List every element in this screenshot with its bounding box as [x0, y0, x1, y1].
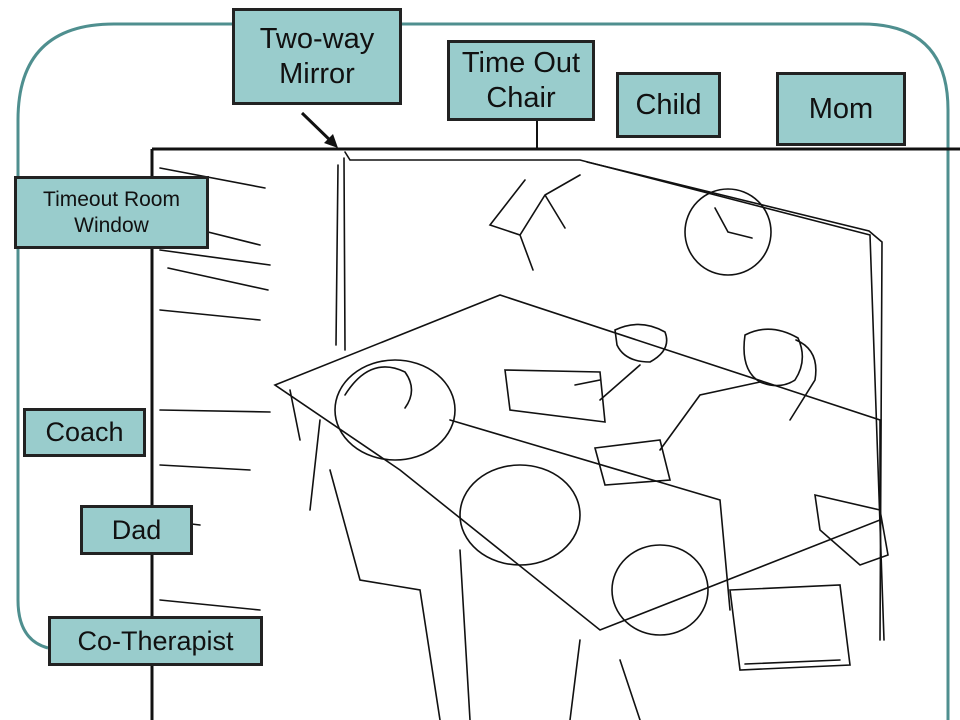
two-way-mirror-label: Two-way Mirror	[232, 8, 402, 105]
paper-sheet-2	[593, 439, 672, 486]
mom-label: Mom	[776, 72, 906, 146]
mirror-arrowhead	[324, 134, 338, 148]
monitor-sketch	[729, 584, 851, 671]
timeout-chair-sketch	[488, 174, 581, 271]
timeout-room-window-label: Timeout Room Window	[14, 176, 209, 249]
paper-sheet	[504, 369, 606, 423]
headset	[344, 366, 413, 409]
outer-frame-left	[16, 120, 49, 650]
dad-head	[459, 464, 581, 566]
table-top	[273, 294, 881, 631]
child-label: Child	[616, 72, 721, 138]
time-out-chair-label: Time Out Chair	[447, 40, 595, 121]
mirror-frame	[335, 151, 885, 641]
outer-frame	[16, 22, 950, 720]
window-sketch	[159, 167, 271, 321]
wall-clock	[684, 188, 772, 276]
dad-label: Dad	[80, 505, 193, 555]
cotherapist-head	[611, 544, 709, 636]
child-figure	[574, 323, 668, 401]
coach-head	[334, 359, 456, 461]
co-therapist-label: Co-Therapist	[48, 616, 263, 666]
mom-figure	[659, 328, 817, 451]
coach-label: Coach	[23, 408, 146, 457]
